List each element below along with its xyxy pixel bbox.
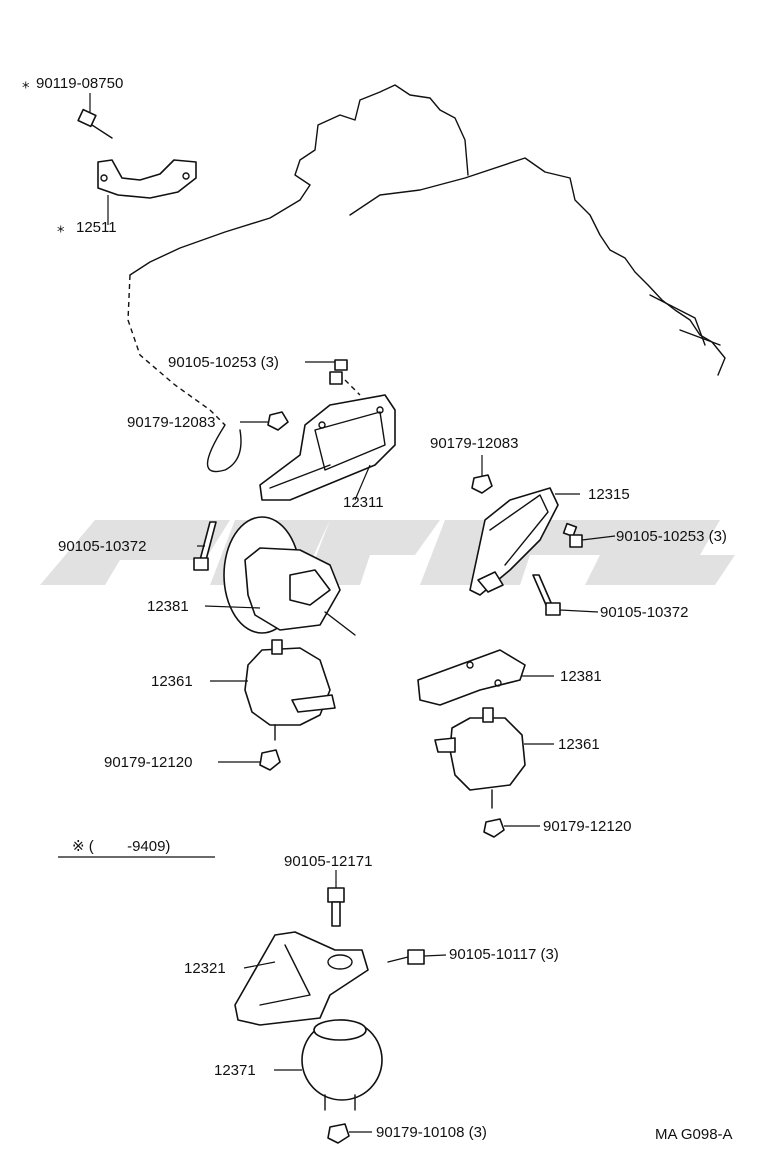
label-bolt-top-left: 90119-08750 bbox=[36, 75, 123, 92]
label-nut-rear-bracket: 90179-12083 bbox=[127, 414, 215, 431]
label-front-bracket-bolts: 90105-10117 (3) bbox=[449, 946, 559, 963]
left-mount-icon bbox=[223, 516, 356, 636]
label-front-nuts: 90179-10108 (3) bbox=[376, 1124, 487, 1141]
nut-icon bbox=[471, 474, 493, 494]
insulator-icon bbox=[434, 707, 526, 809]
label-insulator-left: 12361 bbox=[151, 673, 193, 690]
period-note: ※ ( -9409) bbox=[72, 838, 170, 855]
nut-icon bbox=[259, 749, 281, 771]
bolt-icon bbox=[387, 949, 425, 965]
insulator-icon bbox=[244, 639, 336, 741]
label-insulator-cover-left: 12381 bbox=[147, 598, 189, 615]
long-bolt-icon bbox=[532, 574, 561, 616]
label-nut-right-bracket: 90179-12083 bbox=[430, 435, 518, 452]
label-bolt-right-bracket: 90105-10253 (3) bbox=[616, 528, 727, 545]
label-insulator-cover-right: 12381 bbox=[560, 668, 602, 685]
nut-icon bbox=[267, 411, 289, 431]
bolt-icon bbox=[329, 359, 348, 385]
bolt-icon bbox=[77, 108, 113, 139]
long-bolt-icon bbox=[193, 521, 217, 571]
rear-bracket-icon bbox=[259, 394, 396, 501]
label-insulator-right: 12361 bbox=[558, 736, 600, 753]
nut-icon bbox=[327, 1123, 350, 1144]
label-nut-insulator-left: 90179-12120 bbox=[104, 754, 192, 771]
leader-lines bbox=[58, 93, 616, 1133]
label-front-bracket: 12321 bbox=[184, 960, 226, 977]
label-front-insulator: 12371 bbox=[214, 1062, 256, 1079]
mark-small-bolt: ⁎ bbox=[22, 75, 30, 92]
insulator-cover-icon bbox=[417, 649, 526, 706]
engine-outline bbox=[127, 84, 726, 473]
right-bracket-icon bbox=[469, 487, 559, 596]
front-bracket-icon bbox=[234, 931, 369, 1026]
figure-code: MA G098-A bbox=[655, 1126, 733, 1143]
label-bolt-rear-bracket: 90105-10253 (3) bbox=[168, 354, 279, 371]
bracket-icon bbox=[97, 159, 197, 199]
label-rear-bracket: 12311 bbox=[343, 494, 384, 511]
mark-small-bracket: ⁎ bbox=[57, 219, 65, 236]
label-front-bolt-top: 90105-12171 bbox=[284, 853, 372, 870]
label-bolt-long-left: 90105-10372 bbox=[58, 538, 146, 555]
label-bolt-long-right: 90105-10372 bbox=[600, 604, 688, 621]
label-right-bracket: 12315 bbox=[588, 486, 630, 503]
bolt-icon bbox=[327, 887, 345, 927]
label-bracket-top-left: 12511 bbox=[76, 219, 117, 236]
bolt-icon bbox=[562, 522, 583, 548]
front-insulator-icon bbox=[301, 1019, 383, 1111]
nut-icon bbox=[483, 818, 505, 838]
label-nut-insulator-right: 90179-12120 bbox=[543, 818, 631, 835]
